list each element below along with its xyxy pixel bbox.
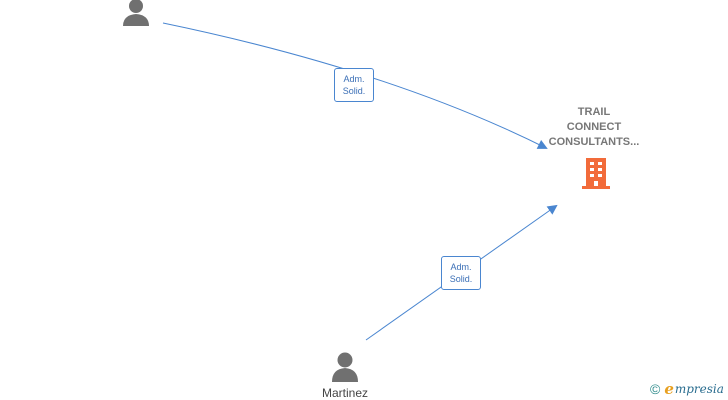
person-node-martinez[interactable]: [330, 352, 360, 387]
person-icon: [332, 352, 358, 382]
relation-label-line: Solid.: [449, 274, 473, 284]
company-name-line: CONNECT: [566, 121, 622, 133]
building-icon: [582, 158, 610, 189]
relation-label-line: Solid.: [342, 86, 366, 96]
person-icon: [123, 0, 149, 26]
person-node-top[interactable]: [120, 0, 152, 31]
relation-label-line: Adm.: [343, 74, 365, 84]
company-node[interactable]: [580, 156, 612, 195]
company-name[interactable]: TRAIL CONNECT CONSULTANTS...: [534, 105, 654, 150]
empresia-watermark: © e mpresia: [650, 380, 724, 398]
company-name-line: CONSULTANTS...: [548, 136, 640, 148]
copyright-icon: ©: [650, 381, 661, 397]
relation-label-line: Adm.: [450, 262, 472, 272]
brand-logo-initial: e: [664, 380, 674, 398]
brand-logo-text: mpresia: [674, 382, 724, 396]
relation-label-adm-solid[interactable]: Adm. Solid.: [441, 256, 481, 290]
company-name-line: TRAIL: [577, 106, 611, 118]
person-name-label: Martinez: [321, 386, 368, 400]
relation-label-adm-solid[interactable]: Adm. Solid.: [334, 68, 374, 102]
